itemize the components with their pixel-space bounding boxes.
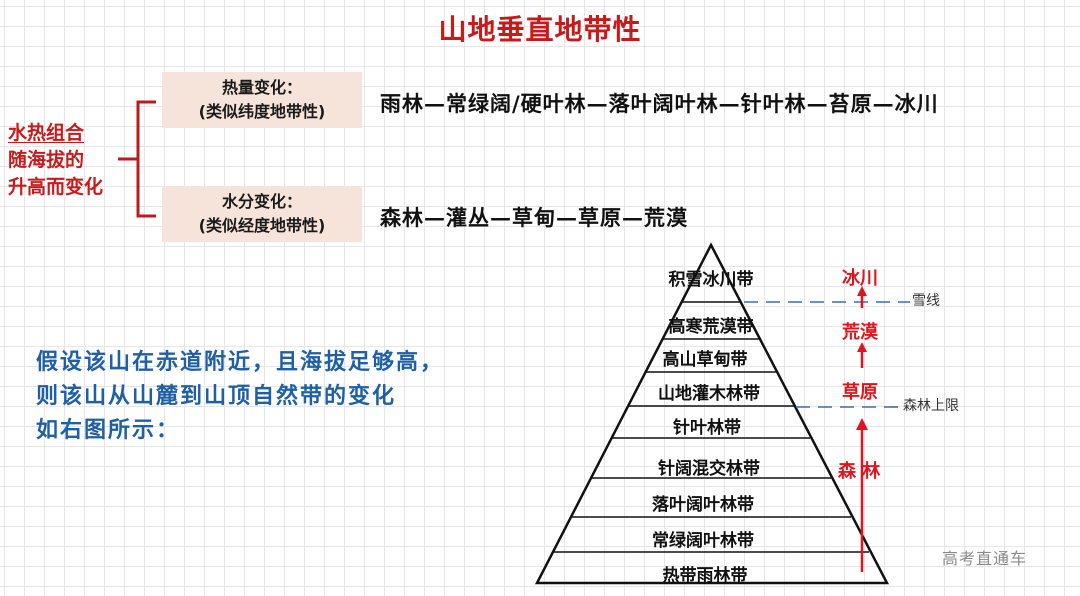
brace-icon: [118, 100, 156, 218]
band-deciduous-broadleaf: 落叶阔叶林带: [652, 495, 754, 515]
moisture-change-title: 水分变化：: [221, 192, 302, 211]
band-coniferous: 针叶林带: [673, 418, 741, 438]
boundary-dashes: [744, 301, 910, 408]
label-forest: 森 林: [838, 461, 881, 482]
heat-change-subtitle: (类似纬度地带性): [198, 102, 326, 121]
band-snow-ice: 积雪冰川带: [668, 270, 754, 290]
page-title: 山地垂直地带性: [438, 13, 642, 46]
label-desert: 荒漠: [842, 322, 878, 343]
pyramid-dividers: [553, 301, 869, 553]
band-tropical-rainforest: 热带雨林带: [662, 566, 748, 586]
band-alpine-desert: 高寒荒漠带: [668, 317, 754, 337]
left-label-line2: 随海拔的: [8, 149, 85, 171]
pyramid-outline: [534, 242, 890, 585]
note-line3: 如右图所示：: [36, 417, 181, 443]
note-line1: 假设该山在赤道附近，且海拔足够高，: [36, 349, 445, 375]
left-label: 水热组合 随海拔的 升高而变化: [8, 120, 126, 201]
heat-change-box: 热量变化： (类似纬度地带性): [162, 72, 362, 128]
band-mountain-shrub: 山地灌木林带: [658, 384, 760, 404]
snow-line-label: 雪线: [912, 293, 940, 309]
band-evergreen-broadleaf: 常绿阔叶林带: [652, 531, 754, 551]
note-line2: 则该山从山麓到山顶自然带的变化: [36, 383, 397, 409]
left-label-line3: 升高而变化: [8, 176, 104, 198]
heat-sequence: 雨林—常绿阔/硬叶林—落叶阔叶林—针叶林—苔原—冰川: [380, 91, 939, 116]
moisture-sequence-text: 森林—灌丛—草甸—草原—荒漠: [380, 205, 688, 230]
label-steppe: 草原: [842, 382, 878, 403]
moisture-change-box: 水分变化： (类似经度地带性): [162, 186, 362, 242]
assumption-note: 假设该山在赤道附近，且海拔足够高， 则该山从山麓到山顶自然带的变化 如右图所示：: [36, 345, 556, 447]
label-glacier: 冰川: [842, 268, 878, 289]
moisture-arrows: [856, 286, 868, 572]
watermark: 高考直通车: [942, 549, 1028, 568]
band-alpine-meadow: 高山草甸带: [662, 350, 748, 370]
heat-change-title: 热量变化：: [221, 78, 302, 97]
forest-line-label: 森林上限: [903, 398, 959, 414]
band-mixed-forest: 针阔混交林带: [658, 459, 760, 479]
moisture-change-subtitle: (类似经度地带性): [198, 216, 326, 235]
left-label-line1: 水热组合: [8, 122, 85, 144]
